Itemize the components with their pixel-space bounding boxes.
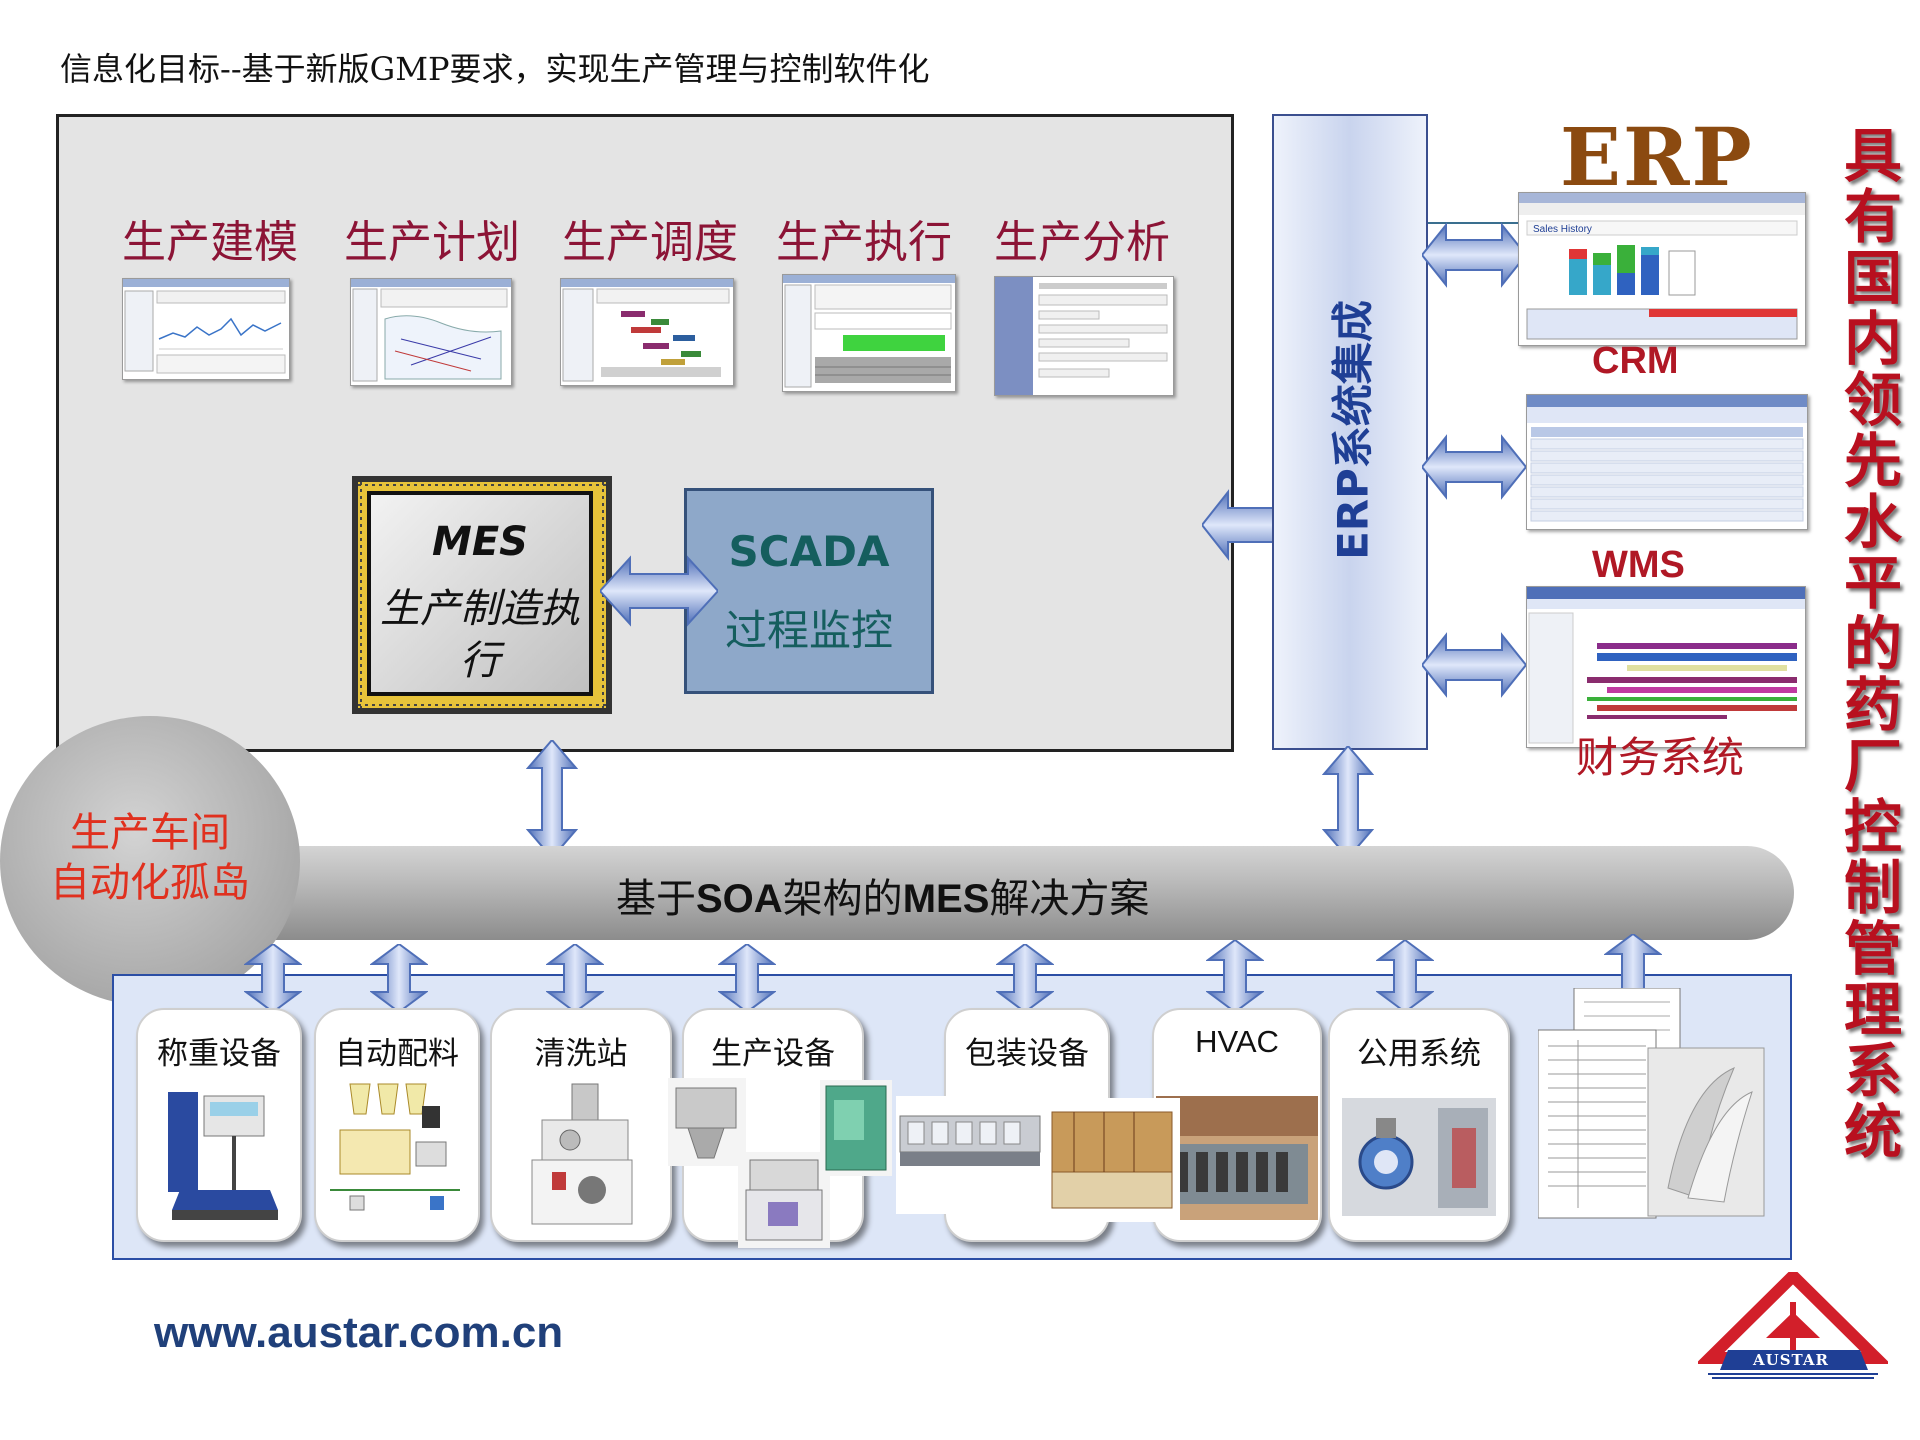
device-label-dispensing: 自动配料 (335, 1036, 459, 1072)
automation-island-circle (0, 716, 300, 1006)
scheduling-screenshot (560, 278, 734, 386)
erp-connector-line (1428, 222, 1518, 224)
mes-title: MES (432, 519, 528, 565)
device-arrow-hvac (1206, 940, 1264, 1012)
island-line-2: 自动化孤岛 (50, 860, 250, 906)
bus-label-middle: 架构的 (782, 876, 903, 922)
erp-finance-arrow (1422, 632, 1526, 698)
device-arrow-utilities (1376, 940, 1434, 1012)
mes-subtitle: 生产制造执行 (380, 586, 580, 684)
planning-screenshot (350, 278, 512, 386)
device-card-hvac[interactable]: HVAC (1152, 1008, 1322, 1242)
analysis-screenshot (994, 276, 1174, 396)
automation-island-label: 生产车间 自动化孤岛 (0, 808, 300, 908)
scada-box: SCADA 过程监控 (684, 488, 934, 694)
erp-integration-label: ERP系统集成 (1328, 300, 1378, 560)
module-label-modeling: 生产建模 (122, 217, 298, 268)
utility-instrument-icon (1342, 1098, 1496, 1216)
module-label-execution: 生产执行 (776, 217, 952, 268)
crm-label: CRM (1592, 340, 1679, 382)
cartoning-machine-icon (1044, 1098, 1180, 1222)
device-label-weighing: 称重设备 (157, 1036, 281, 1072)
soa-bus (200, 846, 1794, 940)
svg-text:Sales History: Sales History (1533, 224, 1592, 235)
side-title: 具有国内领先水平的药厂控制管理系统 (1843, 122, 1902, 1166)
granulator-icon (668, 1078, 746, 1166)
scada-title: SCADA (728, 527, 890, 576)
device-card-dispensing[interactable]: 自动配料 (314, 1008, 480, 1242)
panel-bus-arrow (526, 740, 578, 858)
bus-label-soa: SOA (696, 877, 783, 921)
wms-label: WMS (1592, 544, 1685, 586)
documents-stack-icon (1538, 988, 1765, 1219)
mes-box: MES 生产制造执行 (367, 491, 593, 696)
austar-logo-icon (1698, 1272, 1888, 1379)
device-card-cleaning[interactable]: 清洗站 (490, 1008, 672, 1242)
device-card-utilities[interactable]: 公用系统 (1328, 1008, 1510, 1242)
scada-subtitle: 过程监控 (724, 606, 893, 655)
tablet-press-icon (531, 1083, 633, 1225)
modeling-screenshot (122, 278, 290, 380)
erp-logo: ERP (1560, 110, 1754, 204)
soa-bus-label: 基于SOA架构的MES解决方案 (616, 866, 1149, 924)
module-label-planning: 生产计划 (344, 217, 520, 268)
dispensing-system-icon (330, 1083, 460, 1211)
device-label-packaging: 包装设备 (965, 1036, 1089, 1072)
device-card-weighing[interactable]: 称重设备 (136, 1008, 302, 1242)
erp-crm-arrow (1422, 222, 1526, 288)
erp-wms-arrow (1422, 434, 1526, 500)
device-arrow-weighing (244, 944, 302, 1012)
wms-screenshot (1526, 394, 1808, 530)
page-title: 信息化目标--基于新版GMP要求，实现生产管理与控制软件化 (60, 50, 930, 88)
island-line-1: 生产车间 (70, 810, 230, 856)
coating-machine-icon (820, 1080, 892, 1176)
finance-screenshot (1526, 586, 1806, 748)
device-arrow-packaging (996, 944, 1054, 1012)
tablet-machine-icon (738, 1152, 830, 1248)
device-label-hvac: HVAC (1195, 1024, 1279, 1059)
device-label-cleaning: 清洗站 (534, 1036, 628, 1072)
bus-label-mes: MES (902, 877, 990, 921)
erp-integration-bar (1272, 114, 1428, 750)
austar-logo-text: AUSTAR (1753, 1351, 1829, 1369)
module-label-analysis: 生产分析 (994, 217, 1170, 268)
device-arrow-production (718, 944, 776, 1012)
device-label-utilities: 公用系统 (1357, 1036, 1481, 1072)
device-label-production: 生产设备 (711, 1036, 835, 1072)
company-website[interactable]: www.austar.com.cn (154, 1308, 564, 1357)
blister-packaging-icon (896, 1096, 1044, 1214)
bus-label-suffix: 解决方案 (989, 876, 1150, 922)
finance-label: 财务系统 (1576, 733, 1745, 782)
execution-screenshot (782, 274, 956, 392)
scale-icon (168, 1092, 278, 1220)
device-arrow-dispensing (370, 944, 428, 1012)
device-arrow-cleaning (546, 944, 604, 1012)
module-label-scheduling: 生产调度 (562, 217, 738, 268)
hvac-unit-icon (1156, 1096, 1318, 1220)
crm-screenshot: Sales History (1518, 192, 1806, 346)
bus-label-prefix: 基于 (616, 876, 696, 922)
mes-application-panel (56, 114, 1234, 752)
mes-scada-arrow (600, 555, 718, 627)
erp-bus-arrow (1322, 746, 1374, 858)
